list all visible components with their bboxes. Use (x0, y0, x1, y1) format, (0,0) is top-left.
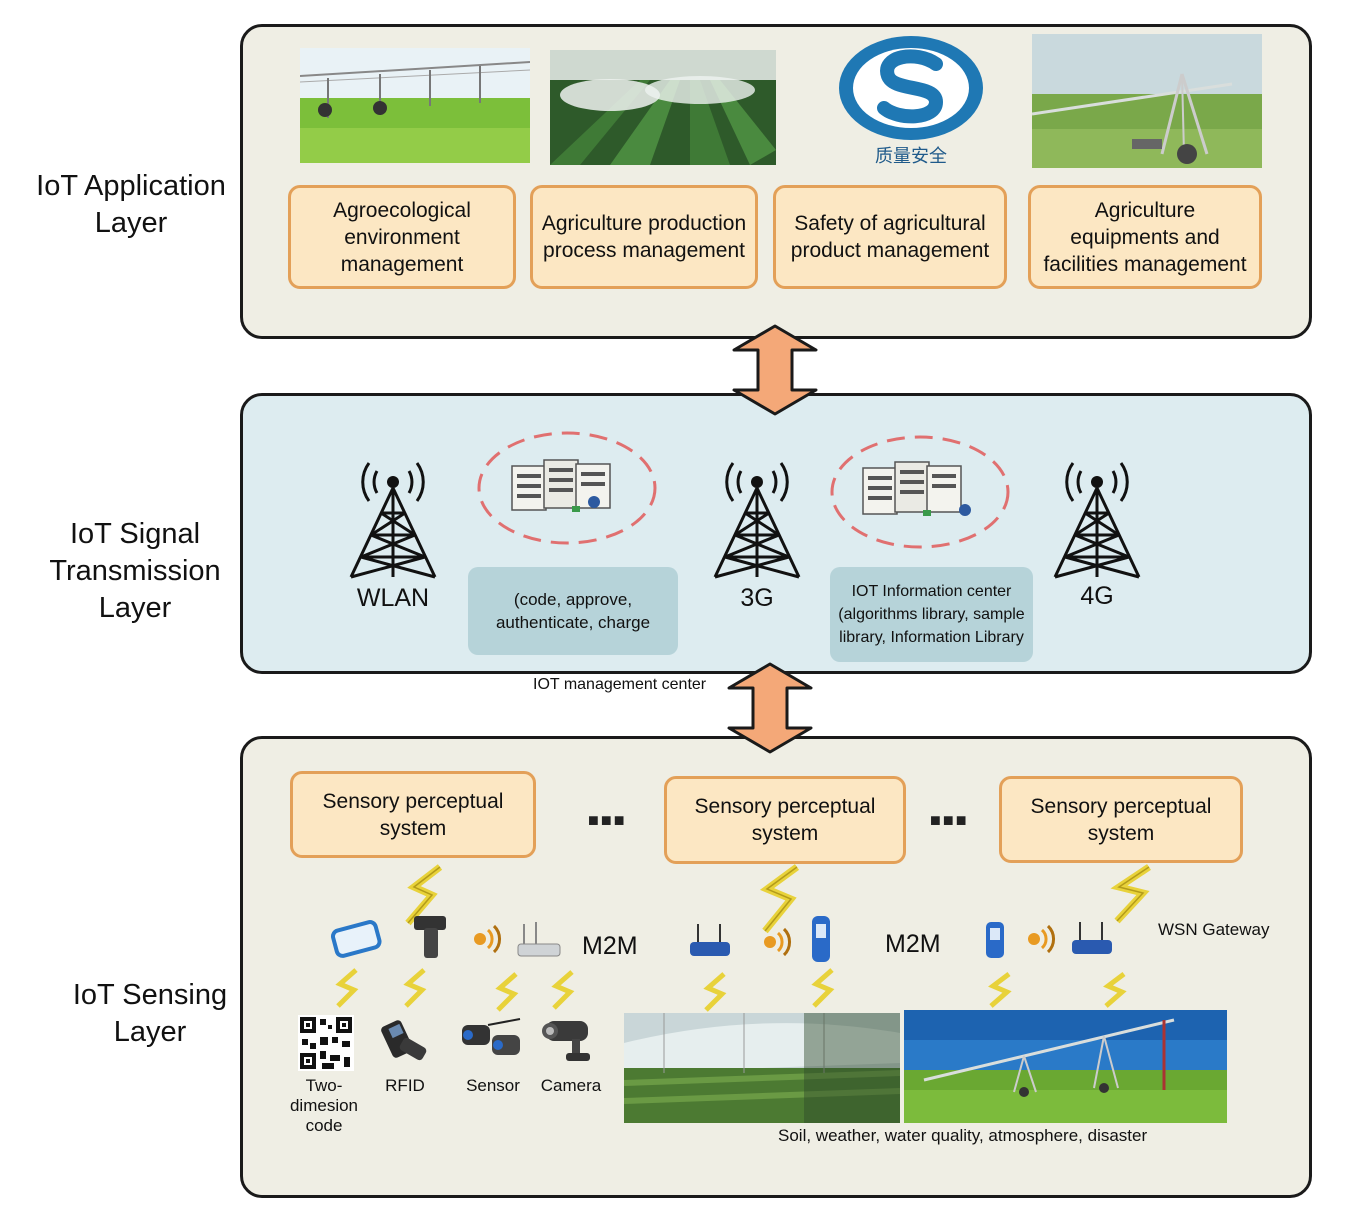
information-center-text: IOT Information center (algorithms libra… (838, 583, 1025, 646)
lightning-icon (403, 968, 427, 1008)
lightning-icon (551, 970, 575, 1010)
rfid-reader-icon (812, 916, 830, 962)
router-icon (690, 924, 730, 956)
lightning-icon (405, 864, 443, 926)
sensory-system-text-1: Sensory perceptual system (322, 789, 504, 840)
quality-safety-logo: 质量安全 (836, 36, 986, 168)
ellipsis-2: ■■■ (930, 810, 969, 830)
double-arrow-lower (727, 662, 813, 754)
signal-wave-icon (1028, 924, 1055, 954)
double-arrow-upper (732, 324, 818, 416)
3g-label: 3G (740, 584, 774, 612)
sensory-system-box-3: Sensory perceptual system (999, 776, 1243, 863)
sprinkler-field-photo (550, 50, 776, 165)
lightning-icon (703, 972, 727, 1012)
sensory-system-text-2: Sensory perceptual system (694, 795, 876, 845)
lightning-icon (1103, 972, 1127, 1008)
server-cluster-icon (477, 431, 657, 545)
logo-caption: 质量安全 (875, 146, 947, 167)
signal-wave-icon (474, 924, 501, 954)
lightning-icon (988, 972, 1012, 1008)
production-process-box: Agriculture production process managemen… (530, 185, 758, 289)
rfid-label: RFID (385, 1076, 425, 1095)
management-center-label: IOT management center (533, 676, 707, 693)
two-dimension-code-label: Two-dimesion code (289, 1076, 359, 1135)
signal-layer-label: IoT Signal Transmission Layer (49, 518, 221, 624)
application-layer-label: IoT Application Layer (36, 170, 226, 239)
qr-code-icon (298, 1015, 354, 1071)
irrigation-photo-2 (1032, 34, 1262, 168)
rfid-handheld-icon (381, 1020, 427, 1061)
camera-icon (542, 1021, 590, 1061)
wlan-label: WLAN (356, 584, 430, 612)
server-cluster-icon (830, 435, 1010, 549)
ellipsis-1: ■■■ (588, 810, 627, 830)
product-safety-text: Safety of agricultural product managemen… (790, 212, 990, 262)
lightning-icon (335, 968, 359, 1008)
management-center-text: (code, approve, authenticate, charge (495, 590, 651, 632)
lightning-icon (811, 968, 835, 1008)
greenhouse-photo (624, 1013, 900, 1123)
wsn-gateway-label: WSN Gateway (1158, 920, 1270, 939)
agroecological-box: Agroecological environment management (288, 185, 516, 289)
sensor-label: Sensor (466, 1076, 520, 1095)
lightning-icon (1110, 864, 1151, 924)
sensory-system-box-1: Sensory perceptual system (290, 771, 536, 858)
equipment-facilities-box: Agriculture equipments and facilities ma… (1028, 185, 1262, 289)
lightning-icon (495, 972, 519, 1012)
m2m-label-1: M2M (582, 932, 638, 960)
antenna-tower-icon (349, 462, 437, 579)
router-icon (1072, 922, 1112, 954)
environment-caption: Soil, weather, water quality, atmosphere… (778, 1126, 1148, 1145)
router-icon (517, 922, 561, 957)
rfid-reader-icon (986, 922, 1004, 958)
4g-label: 4G (1080, 582, 1114, 610)
equipment-facilities-text: Agriculture equipments and facilities ma… (1043, 198, 1247, 276)
lightning-icon (759, 864, 800, 934)
m2m-label-2: M2M (885, 930, 941, 958)
antenna-tower-icon (713, 462, 801, 579)
information-center-box: IOT Information center (algorithms libra… (830, 567, 1033, 662)
production-process-text: Agriculture production process managemen… (541, 212, 747, 262)
sensory-system-text-3: Sensory perceptual system (1030, 794, 1212, 845)
agroecological-text: Agroecological environment management (333, 198, 471, 276)
sensory-system-box-2: Sensory perceptual system (664, 776, 906, 864)
signal-wave-icon (764, 927, 791, 957)
product-safety-box: Safety of agricultural product managemen… (773, 185, 1007, 289)
sensor-icon (462, 1018, 521, 1055)
sensing-layer-label: IoT Sensing Layer (72, 979, 228, 1048)
camera-label: Camera (540, 1076, 602, 1095)
pivot-irrigation-photo (904, 1010, 1227, 1123)
irrigation-photo-1 (300, 48, 530, 163)
antenna-tower-icon (1053, 462, 1141, 579)
router-icon (330, 920, 382, 958)
rfid-reader-icon (414, 916, 446, 958)
management-center-box: (code, approve, authenticate, charge (468, 567, 678, 655)
